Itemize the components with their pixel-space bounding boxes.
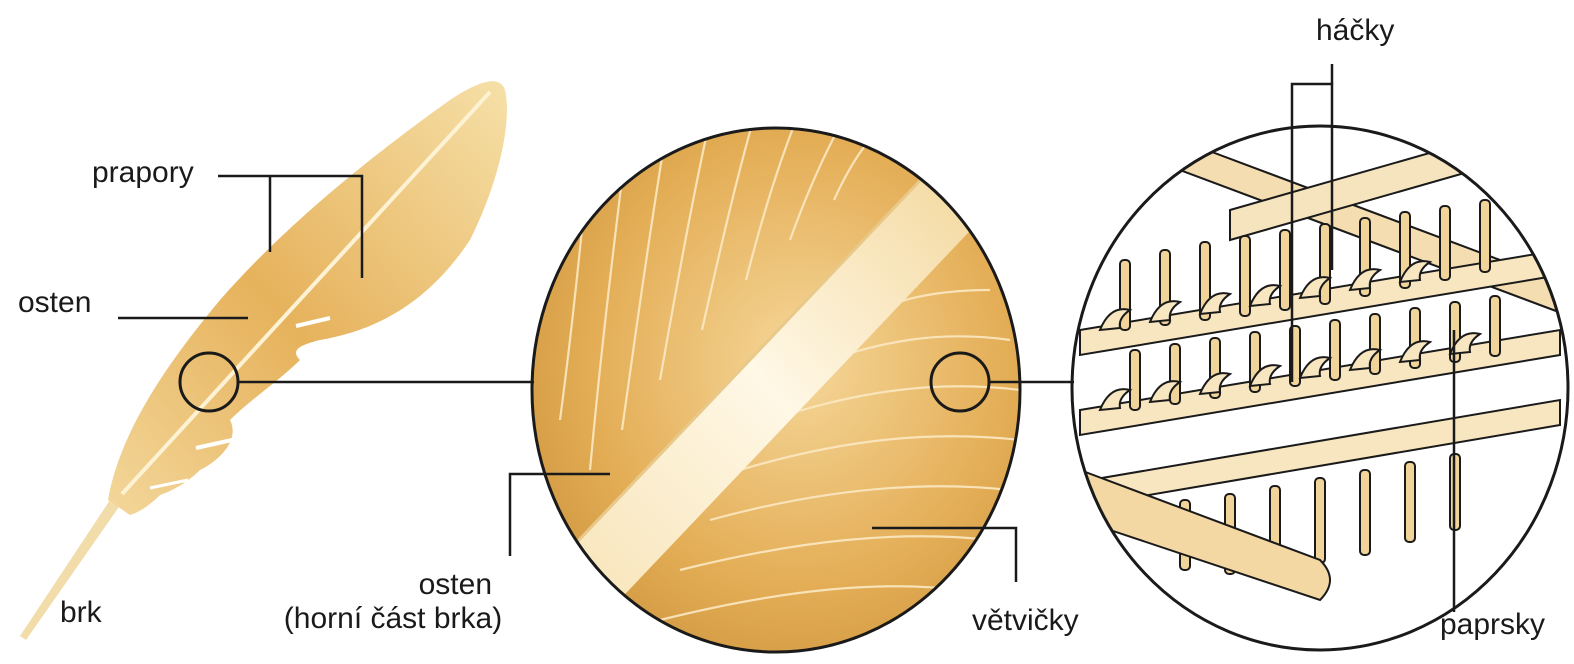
label-paprsky: paprsky	[1440, 608, 1545, 642]
label-osten-middle: osten (horní část brka)	[258, 568, 528, 636]
barbules-closeup	[1072, 110, 1574, 650]
rachis-line	[122, 92, 490, 494]
label-osten-middle-line2: (horní část brka)	[258, 602, 528, 636]
label-vetvicky: větvičky	[972, 604, 1079, 638]
label-osten-left: osten	[18, 286, 91, 320]
label-prapory: prapory	[92, 156, 194, 190]
label-hacky: háčky	[1316, 14, 1394, 48]
rachis-closeup	[532, 110, 1020, 652]
feather-vane	[108, 81, 507, 515]
label-brk: brk	[60, 596, 102, 630]
label-osten-middle-line1: osten	[258, 568, 528, 602]
